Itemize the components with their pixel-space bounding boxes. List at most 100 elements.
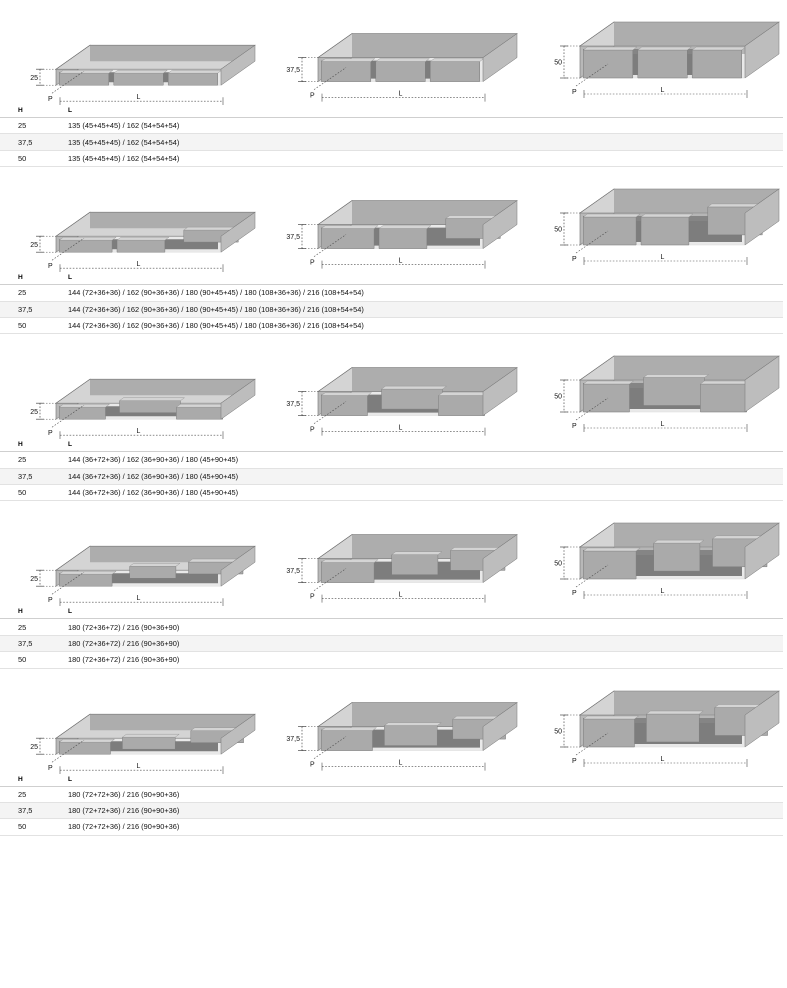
depth-dim-line: [575, 230, 609, 254]
technical-drawing: 50 P L: [524, 167, 786, 272]
depth-dim-label: P: [310, 93, 315, 100]
technical-drawing: 25 P L: [0, 501, 262, 607]
cabinet-right-end: [482, 33, 518, 83]
config-block: 25 P L 37,5 P L: [0, 0, 787, 168]
column-header-length: L: [58, 272, 783, 286]
cell-height: 25: [0, 618, 58, 636]
config-block: 25 P L 37,5 P L: [0, 167, 787, 335]
cell-height: 37,5: [0, 301, 58, 318]
drawing-row: 25 P L 37,5 P L: [0, 167, 787, 273]
cabinet-back-face: [90, 212, 255, 229]
cell-height: 25: [0, 117, 58, 135]
cabinet-back-face: [614, 22, 779, 54]
drawing-row: 25 P L 37,5 P L: [0, 669, 787, 774]
config-block: 25 P L 37,5 P L: [0, 334, 787, 502]
depth-dim-line: [575, 565, 609, 588]
depth-dim-label: P: [48, 96, 53, 103]
height-dim-label: 25: [30, 743, 38, 750]
depth-dim-line: [313, 568, 347, 592]
cell-height: 50: [0, 818, 58, 836]
cell-height: 50: [0, 317, 58, 335]
cabinet-right-end: [482, 534, 518, 584]
cabinet-right-end: [220, 211, 256, 253]
cabinet-right-end: [482, 367, 518, 417]
height-dim-label: 37,5: [286, 401, 300, 408]
height-dim-label: 50: [554, 561, 562, 568]
length-dim-label: L: [661, 421, 665, 428]
cell-height: 37,5: [0, 133, 58, 151]
depth-dim-label: P: [310, 427, 315, 434]
cabinet-right-end: [744, 355, 780, 413]
cabinet-right-end: [220, 546, 256, 588]
height-dim-label: 50: [554, 60, 562, 67]
cabinet-back-face: [90, 45, 255, 62]
length-dim-label: L: [399, 759, 403, 766]
length-dim-label: L: [661, 756, 665, 763]
cell-height: 50: [0, 651, 58, 669]
column-header-height: H: [0, 439, 58, 453]
length-dim-label: L: [661, 588, 665, 595]
cabinet-right-end: [744, 21, 780, 79]
cabinet-right-end: [482, 200, 518, 250]
drawing-row: 25 P L 37,5 P L: [0, 334, 787, 440]
height-dim-label: 25: [30, 75, 38, 82]
depth-dim-line: [313, 67, 347, 90]
cabinet-right-end: [220, 713, 256, 755]
height-dim-label: 50: [554, 394, 562, 401]
column-header-height: H: [0, 773, 58, 787]
length-dim-label: L: [137, 428, 141, 435]
cabinet-right-end: [744, 690, 780, 747]
column-header-length: L: [58, 773, 783, 787]
technical-drawing: 50 P L: [524, 501, 786, 606]
cabinet-right-end: [744, 188, 780, 246]
depth-dim-line: [575, 63, 609, 87]
cabinet-back-face: [90, 713, 255, 730]
config-block: 25 P L 37,5 P L: [0, 501, 787, 669]
depth-dim-label: P: [572, 423, 577, 430]
height-dim-label: 37,5: [286, 736, 300, 743]
depth-dim-line: [51, 70, 85, 94]
technical-drawing: 50 P L: [524, 334, 786, 439]
cabinet-right-end: [482, 701, 518, 751]
depth-dim-label: P: [48, 598, 53, 605]
cell-length: 144 (72+36+36) / 162 (90+36+36) / 180 (9…: [58, 301, 783, 318]
cell-length: 135 (45+45+45) / 162 (54+54+54): [58, 117, 783, 135]
cell-height: 37,5: [0, 635, 58, 653]
height-dim-label: 37,5: [286, 67, 300, 74]
length-dim-label: L: [137, 596, 141, 603]
depth-dim-line: [51, 405, 85, 428]
length-dim-label: L: [399, 258, 403, 265]
depth-dim-line: [575, 398, 609, 421]
depth-dim-label: P: [310, 594, 315, 601]
cell-length: 180 (72+72+36) / 216 (90+90+36): [58, 802, 783, 820]
config-block: 25 P L 37,5 P L: [0, 669, 787, 836]
column-header-length: L: [58, 105, 783, 118]
cell-height: 37,5: [0, 802, 58, 820]
technical-drawing: 37,5 P L: [262, 669, 524, 774]
length-dim-label: L: [661, 254, 665, 261]
length-dim-label: L: [399, 91, 403, 98]
depth-dim-line: [313, 401, 347, 425]
length-dim-label: L: [137, 261, 141, 268]
column-header-height: H: [0, 105, 58, 118]
length-dim-label: L: [137, 94, 141, 101]
column-header-length: L: [58, 606, 783, 620]
